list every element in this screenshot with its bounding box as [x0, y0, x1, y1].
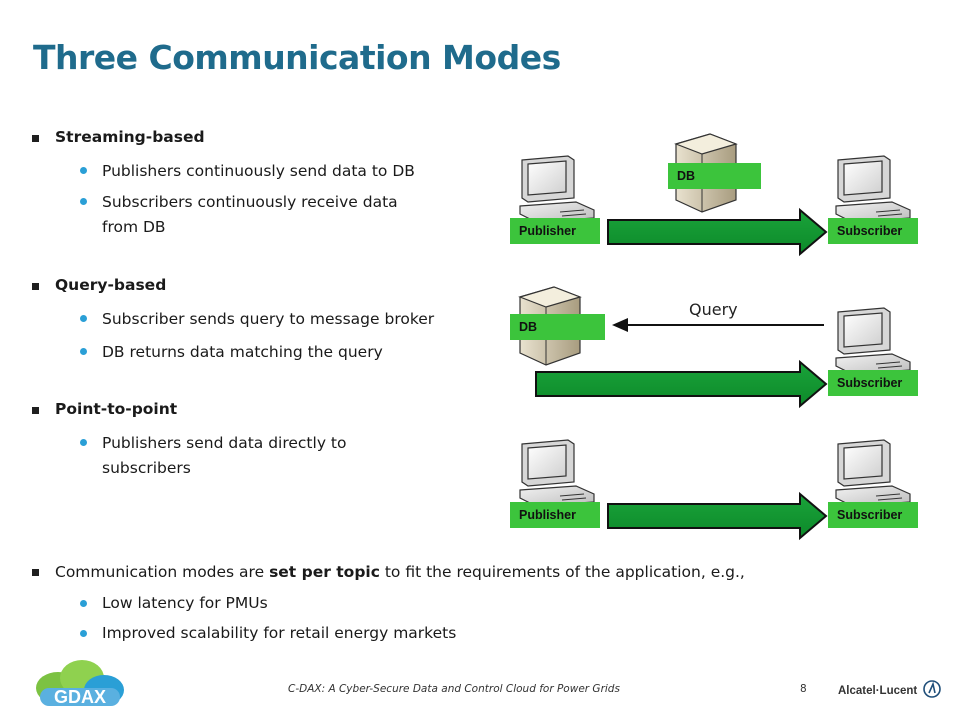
summary-item: Low latency for PMUs [102, 594, 268, 612]
summary-prefix: Communication modes are [55, 563, 270, 581]
section-item: Publishers send data directly to [102, 434, 347, 452]
section-item: Publishers continuously send data to DB [102, 162, 415, 180]
dot-bullet [80, 315, 87, 322]
page-number: 8 [800, 683, 807, 695]
subscriber-computer-icon [835, 307, 911, 375]
summary-emphasis: set per topic [269, 563, 380, 581]
section-item: Subscriber sends query to message broker [102, 310, 435, 328]
subscriber-label: Subscriber [828, 218, 918, 244]
data-arrow [535, 359, 828, 409]
p2p-arrow [607, 491, 828, 541]
db-label: DB [668, 163, 761, 189]
query-arrowhead [612, 318, 628, 332]
summary-item: Improved scalability for retail energy m… [102, 624, 457, 642]
subscriber-computer-icon [835, 155, 911, 223]
section-heading-streaming: Streaming-based [55, 128, 205, 146]
square-bullet [32, 569, 39, 576]
dot-bullet [80, 167, 87, 174]
dot-bullet [80, 439, 87, 446]
summary-suffix: to fit the requirements of the applicati… [379, 563, 745, 581]
section-item: DB returns data matching the query [102, 343, 383, 361]
gdax-logo: GDAX [36, 660, 124, 707]
publisher-label: Publisher [510, 502, 600, 528]
publisher-label: Publisher [510, 218, 600, 244]
square-bullet [32, 283, 39, 290]
section-item-continuation: from DB [102, 218, 166, 236]
slide-title: Three Communication Modes [33, 38, 561, 77]
gdax-logo-text: GDAX [54, 687, 106, 707]
alcatel-lucent-logo: Alcatel·Lucent [838, 680, 942, 698]
dot-bullet [80, 348, 87, 355]
section-item: Subscribers continuously receive data [102, 193, 398, 211]
alcatel-lucent-icon [923, 680, 942, 698]
section-heading-query: Query-based [55, 276, 167, 294]
company-name: Alcatel·Lucent [838, 685, 918, 697]
dot-bullet [80, 600, 87, 607]
subscriber-label: Subscriber [828, 370, 918, 396]
db-label: DB [510, 314, 605, 340]
footer-title: C-DAX: A Cyber-Secure Data and Control C… [288, 683, 620, 695]
section-item-continuation: subscribers [102, 459, 191, 477]
subscriber-label: Subscriber [828, 502, 918, 528]
publisher-computer-icon [519, 155, 595, 223]
dot-bullet [80, 630, 87, 637]
subscriber-computer-icon [835, 439, 911, 507]
summary-line: Communication modes are set per topic to… [55, 559, 745, 585]
dot-bullet [80, 198, 87, 205]
section-heading-p2p: Point-to-point [55, 400, 178, 418]
square-bullet [32, 407, 39, 414]
query-label: Query [689, 300, 738, 319]
square-bullet [32, 135, 39, 142]
stream-arrow [607, 207, 828, 257]
publisher-computer-icon [519, 439, 595, 507]
